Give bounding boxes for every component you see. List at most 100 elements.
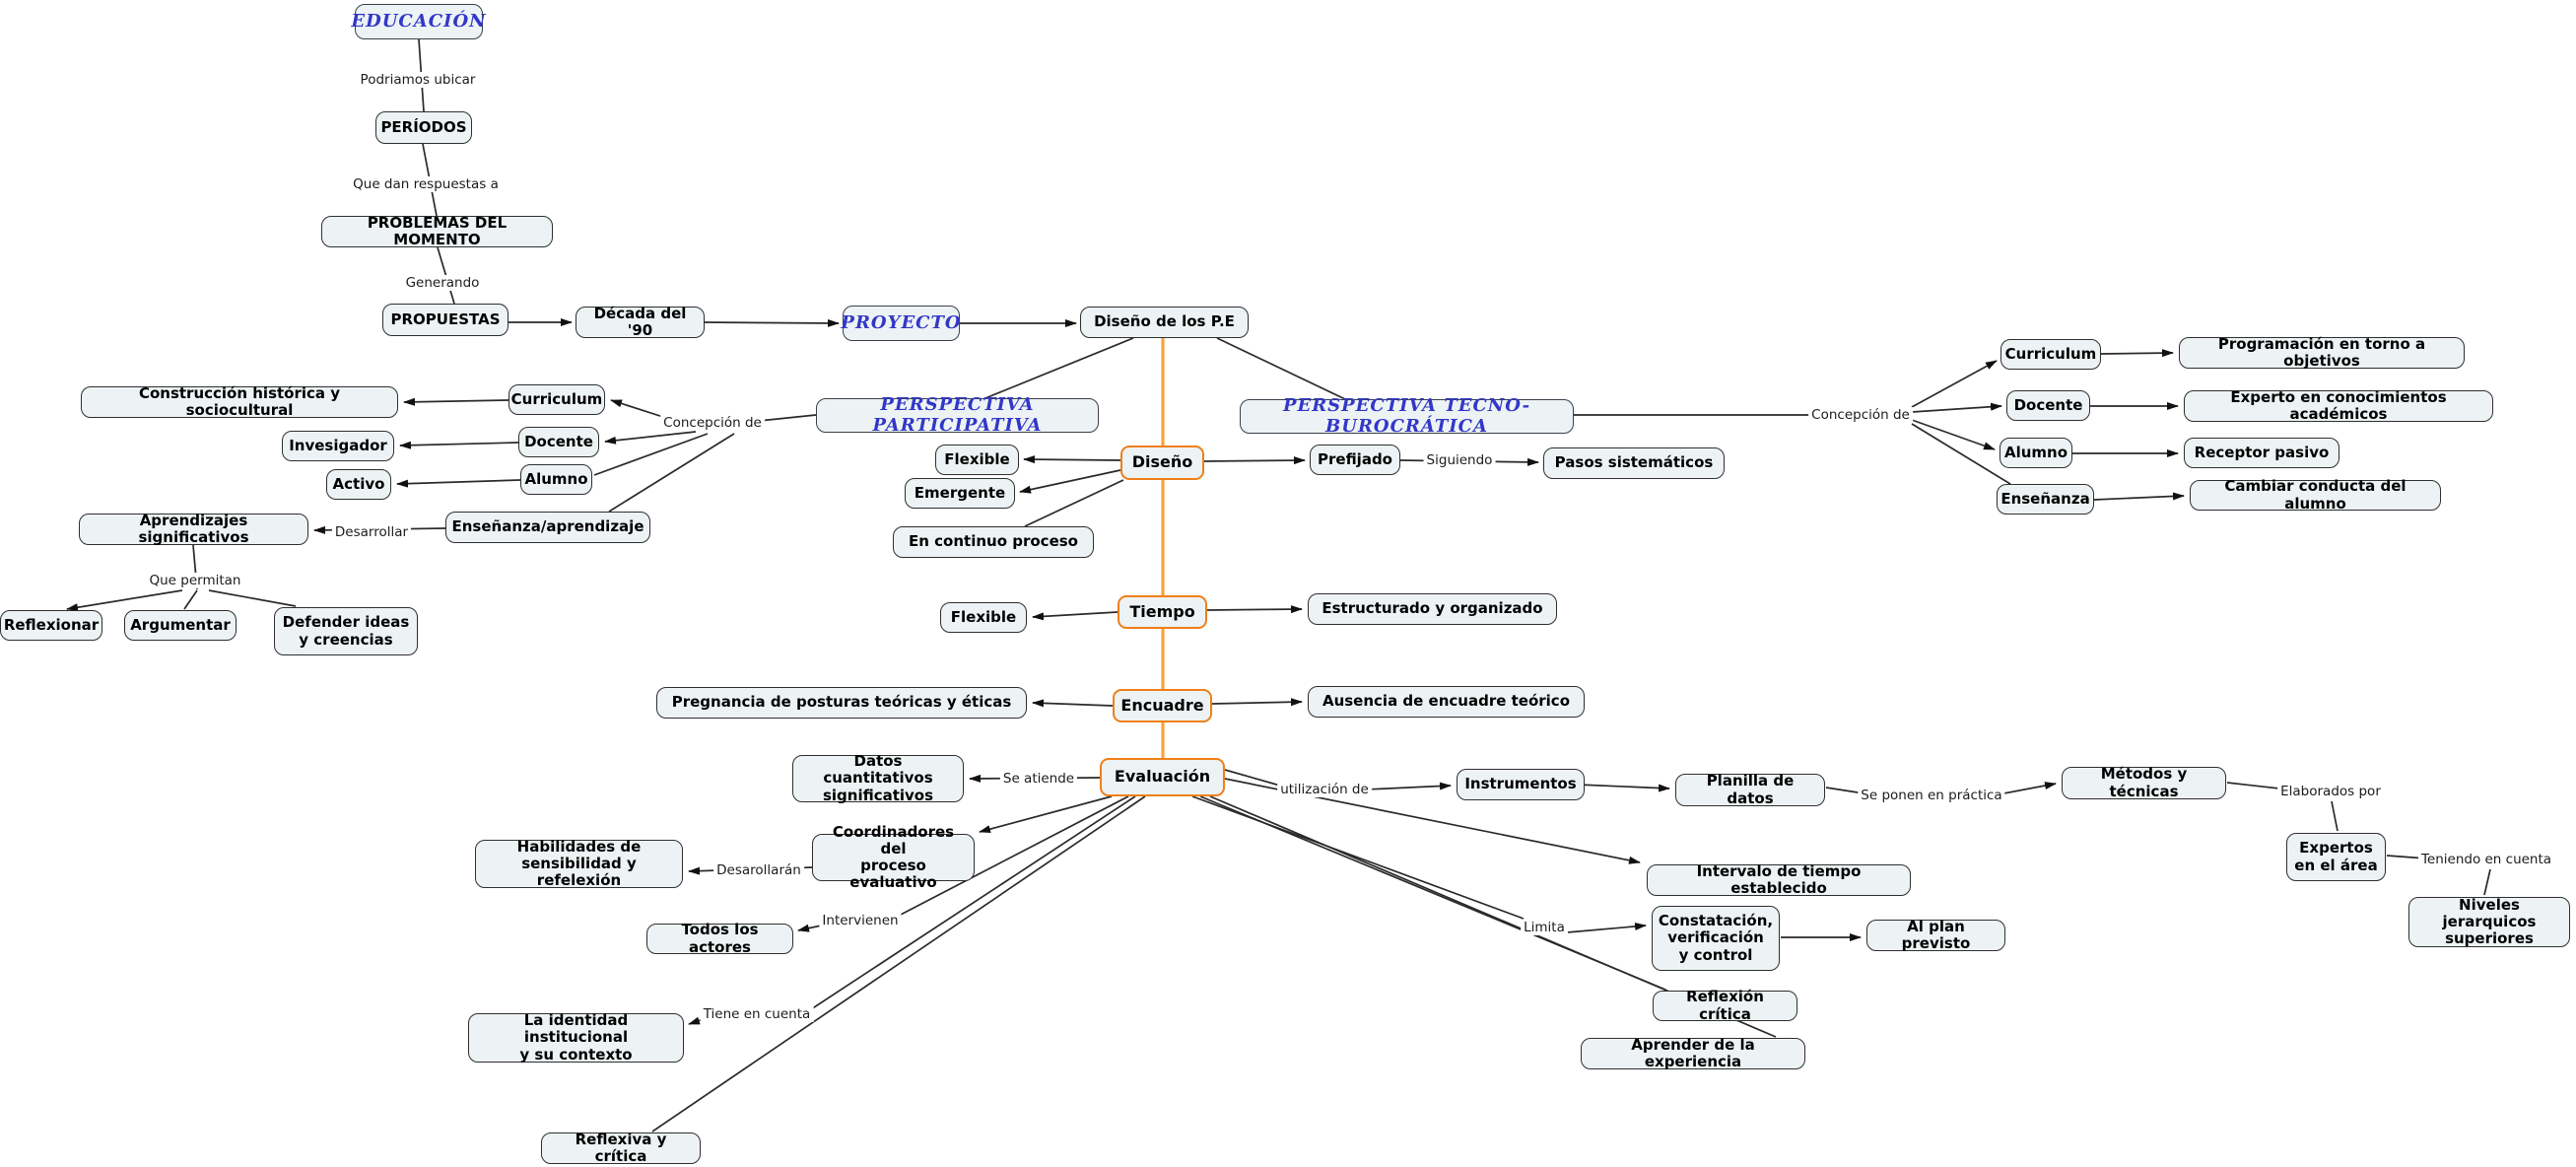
edge-concepcion-curriculum-der [1911,360,1998,408]
edge-perspectivapart-concepcion [758,414,817,422]
node-docente-izq[interactable]: Docente [518,427,599,457]
node-ensenanza-der[interactable]: Enseñanza [1997,484,2094,515]
edge-concepcion-ensenanza-der [1911,423,2011,485]
node-curriculum-izq[interactable]: Curriculum [508,384,605,415]
node-ausencia-encuadre[interactable]: Ausencia de encuadre teórico [1308,686,1585,718]
node-emergente[interactable]: Emergente [905,478,1015,509]
node-reflexiva-y-critica[interactable]: Reflexiva y crítica [541,1131,701,1165]
node-cambiar-conducta[interactable]: Cambiar conducta del alumno [2190,478,2441,512]
node-decada-del-90[interactable]: Década del '90 [576,305,705,339]
node-docente-der[interactable]: Docente [2006,390,2090,421]
edge-tiempo-flexible [1032,611,1119,621]
node-todos-los-actores[interactable]: Todos los actores [646,922,793,955]
edge-evaluacion-reflexiva [651,795,1146,1133]
link-siguiendo[interactable]: Siguiendo [1423,452,1496,468]
node-programacion-objetivos[interactable]: Programación en torno a objetivos [2179,335,2465,370]
node-evaluacion[interactable]: Evaluación [1100,758,1225,796]
edge-encuadre-ausencia [1211,698,1303,707]
edge-quepermitan-defender [208,589,297,607]
node-metodos-y-tecnicas[interactable]: Métodos y técnicas [2062,766,2226,799]
node-flexible-diseno[interactable]: Flexible [935,445,1019,475]
link-se-atiende[interactable]: Se atiende [999,771,1078,787]
node-instrumentos[interactable]: Instrumentos [1457,769,1585,800]
edge-concepcion-ensenanza [608,433,735,513]
node-activo[interactable]: Activo [326,469,391,500]
node-prefijado[interactable]: Prefijado [1310,445,1400,475]
link-concepcion-de-der[interactable]: Concepción de [1808,407,1913,423]
node-alumno-izq[interactable]: Alumno [520,464,592,495]
node-estructurado-organizado[interactable]: Estructurado y organizado [1308,593,1557,625]
edge-disenope-perspectivapart [984,337,1134,399]
node-niveles-jerarquicos[interactable]: Niveles jerarquicos superiores [2408,896,2570,947]
edge-diseno-emergente [1019,469,1121,494]
node-habilidades-sensibilidad[interactable]: Habilidades de sensibilidad y refelexión [475,838,683,889]
link-que-dan-respuestas[interactable]: Que dan respuestas a [350,176,502,192]
node-perspectiva-participativa[interactable]: PERSPECTIVA PARTICIPATIVA [816,394,1099,435]
node-ensenanza-aprendizaje[interactable]: Enseñanza/aprendizaje [445,512,650,543]
node-propuestas[interactable]: PROPUESTAS [382,304,508,336]
link-limita[interactable]: Limita [1521,920,1568,935]
node-experto-conocimientos[interactable]: Experto en conocimientos académicos [2184,388,2493,423]
node-tiempo[interactable]: Tiempo [1118,595,1207,629]
edge-alumno-activo [396,479,521,488]
link-desarrollar[interactable]: Desarrollar [331,524,412,540]
node-aprender-experiencia[interactable]: Aprender de la experiencia [1581,1036,1805,1070]
node-identidad-institucional[interactable]: La identidad institucional y su contexto [468,1012,684,1063]
node-receptor-pasivo[interactable]: Receptor pasivo [2184,438,2339,468]
link-que-permitan[interactable]: Que permitan [146,573,244,588]
node-proyecto[interactable]: PROYECTO [841,306,961,341]
edge-evaluacion-coordinadores [979,795,1113,834]
node-argumentar[interactable]: Argumentar [124,610,237,641]
edge-decada-proyecto [704,318,840,327]
node-planilla-de-datos[interactable]: Planilla de datos [1675,773,1825,806]
edge-docente-invesigador [399,441,519,449]
link-intervienen[interactable]: Intervienen [819,913,902,928]
node-aprendizajes-significativos[interactable]: Aprendizajes significativos [79,512,308,546]
node-flexible-tiempo[interactable]: Flexible [940,602,1027,633]
node-diseno-de-los-pe[interactable]: Diseño de los P.E [1080,307,1249,338]
link-tiene-en-cuenta[interactable]: Tiene en cuenta [700,1006,814,1022]
edge-evaluacion-tiene [807,795,1136,1012]
edge-concepcion-alumno-der [1911,419,1996,450]
node-perspectiva-tecno-burocratica[interactable]: PERSPECTIVA TECNO-BUROCRÁTICA [1240,395,1574,436]
link-teniendo-en-cuenta[interactable]: Teniendo en cuenta [2417,852,2555,867]
node-pregnancia-posturas[interactable]: Pregnancia de posturas teóricas y éticas [656,687,1027,719]
node-construccion-historica[interactable]: Construcción histórica y sociocultural [81,384,398,419]
node-intervalo-de-tiempo[interactable]: Intervalo de tiempo establecido [1647,862,1911,897]
node-invesigador[interactable]: Invesigador [282,431,394,461]
edge-concepcion-docente-izq [604,431,697,445]
node-constatacion-verificacion[interactable]: Constatación, verificación y control [1652,906,1780,971]
node-curriculum-der[interactable]: Curriculum [2000,339,2101,370]
edge-limita-constatacion [1566,922,1647,933]
node-alumno-der[interactable]: Alumno [2000,438,2072,468]
link-concepcion-de-izq[interactable]: Concepción de [660,415,765,431]
node-en-continuo-proceso[interactable]: En continuo proceso [893,526,1094,558]
edge-instrumentos-planilla [1577,784,1670,792]
node-encuadre[interactable]: Encuadre [1113,689,1212,722]
node-reflexion-critica[interactable]: Reflexión crítica [1653,989,1797,1022]
link-utilizacion-de[interactable]: utilización de [1277,782,1372,797]
node-defender-ideas[interactable]: Defender ideas y creencias [274,607,418,655]
edge-ensenanza-cambiar [2093,492,2185,501]
node-pasos-sistematicos[interactable]: Pasos sistemáticos [1543,447,1725,479]
edge-encuadre-pregnancia [1032,699,1114,708]
edge-utilizacion-instrumentos [1365,782,1452,790]
node-datos-cuantitativos[interactable]: Datos cuantitativos significativos [792,753,964,803]
node-expertos-en-el-area[interactable]: Expertos en el área [2286,833,2386,881]
link-elaborados-por[interactable]: Elaborados por [2277,784,2384,799]
link-desarollaran[interactable]: Desarollarán [713,862,804,878]
edge-teniendo-niveles [2483,868,2491,896]
edge-quepermitan-argumentar [183,589,198,610]
node-coordinadores-proceso[interactable]: Coordinadores del proceso evaluativo [812,823,975,891]
link-generando[interactable]: Generando [402,275,483,291]
node-reflexionar[interactable]: Reflexionar [0,610,102,641]
edge-concepcion-docente-der [1911,402,2002,413]
link-podriamos-ubicar[interactable]: Podriamos ubicar [357,72,479,88]
node-periodos[interactable]: PERÍODOS [375,111,472,144]
node-al-plan-previsto[interactable]: Al plan previsto [1866,918,2005,952]
node-problemas-del-momento[interactable]: PROBLEMAS DEL MOMENTO [321,214,553,248]
node-diseno[interactable]: Diseño [1120,446,1204,480]
node-educacion[interactable]: EDUCACIÓN [351,4,486,39]
link-se-ponen-en-practica[interactable]: Se ponen en práctica [1858,788,2005,803]
edge-concepcion-alumno-izq [593,433,709,476]
